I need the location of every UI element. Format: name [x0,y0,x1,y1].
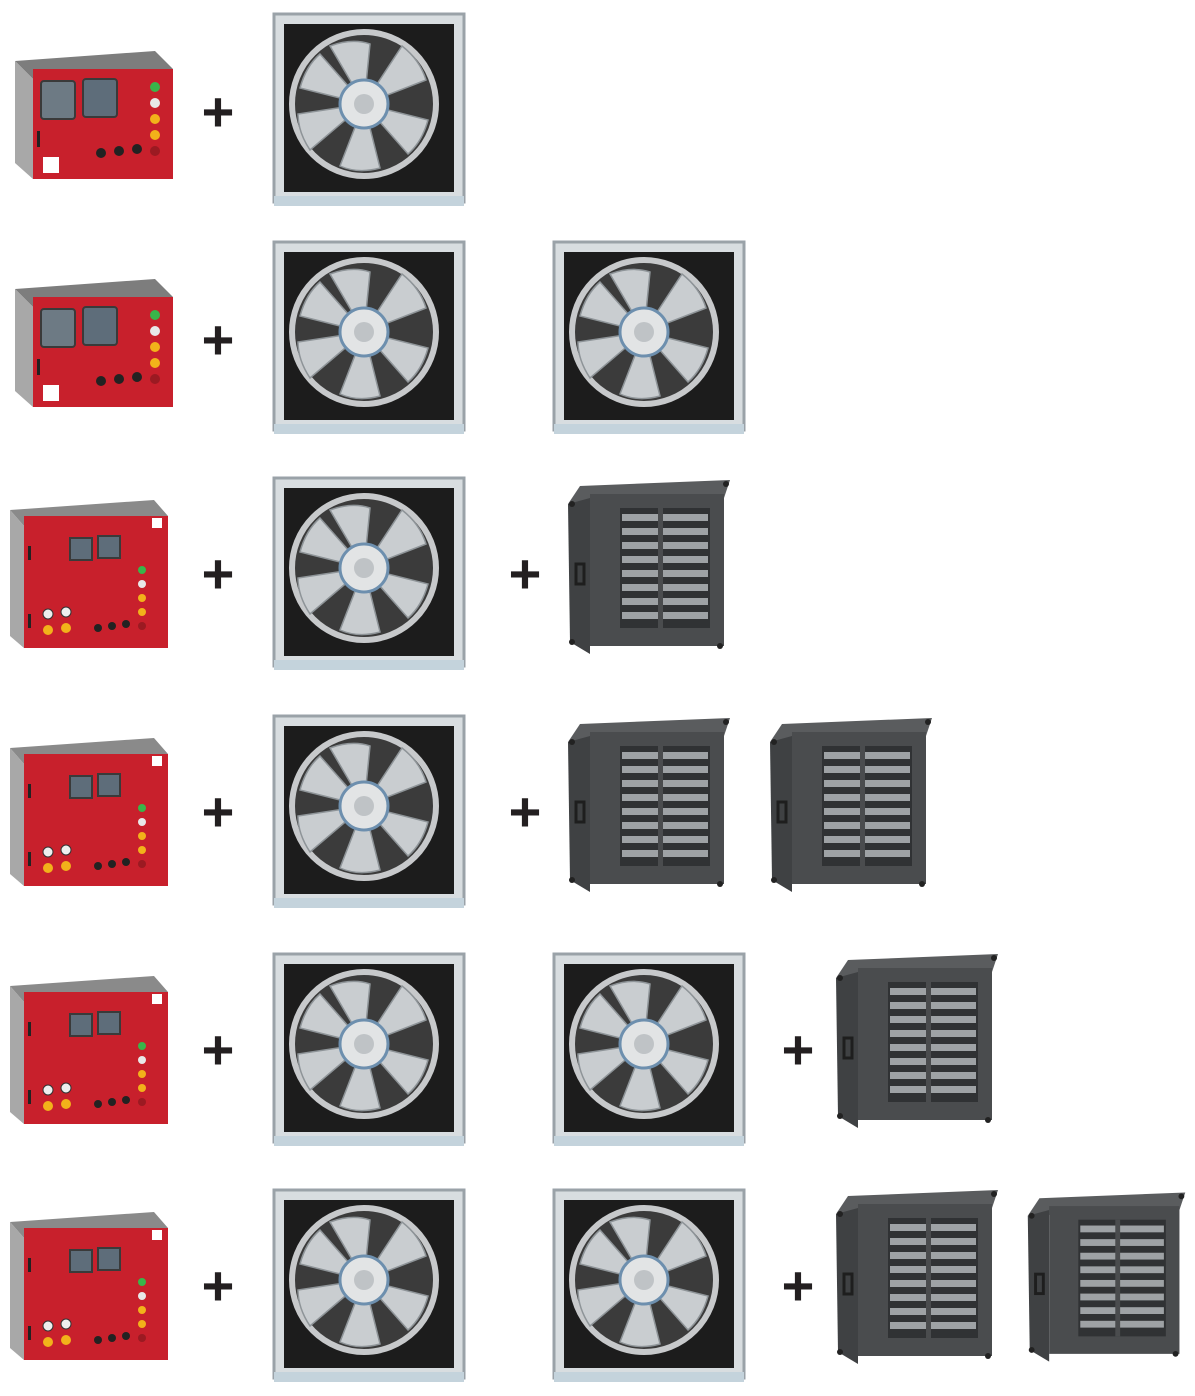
axial-fan-icon [550,238,750,438]
plus-sign: + [201,542,235,605]
plus-sign: + [201,80,235,143]
row-5: + + [0,940,1195,1160]
axial-fan-icon [550,950,750,1150]
damper-icon [560,474,740,664]
plus-sign: + [781,1254,815,1317]
axial-fan-icon [270,950,470,1150]
plus-sign: + [508,780,542,843]
control-panel-icon [4,488,174,652]
control-panel-icon [4,1200,174,1364]
control-panel-icon [5,264,175,414]
damper-icon [560,712,740,902]
control-panel-icon [4,964,174,1128]
axial-fan-icon [270,238,470,438]
row-2: + [0,228,1195,448]
axial-fan-icon [270,1186,470,1386]
plus-sign: + [201,308,235,371]
axial-fan-icon [270,712,470,912]
plus-sign: + [201,1254,235,1317]
row-6: + + [0,1176,1195,1396]
plus-sign: + [201,780,235,843]
control-panel-icon [5,36,175,186]
damper-icon [1020,1184,1195,1374]
damper-icon [828,948,1008,1138]
plus-sign: + [508,542,542,605]
axial-fan-icon [270,474,470,674]
damper-icon [762,712,942,902]
axial-fan-icon [550,1186,750,1386]
plus-sign: + [201,1018,235,1081]
damper-icon [828,1184,1008,1374]
row-4: + + [0,702,1195,922]
control-panel-icon [4,726,174,890]
plus-sign: + [781,1018,815,1081]
axial-fan-icon [270,10,470,210]
row-1: + [0,0,1195,220]
row-3: + + [0,464,1195,684]
